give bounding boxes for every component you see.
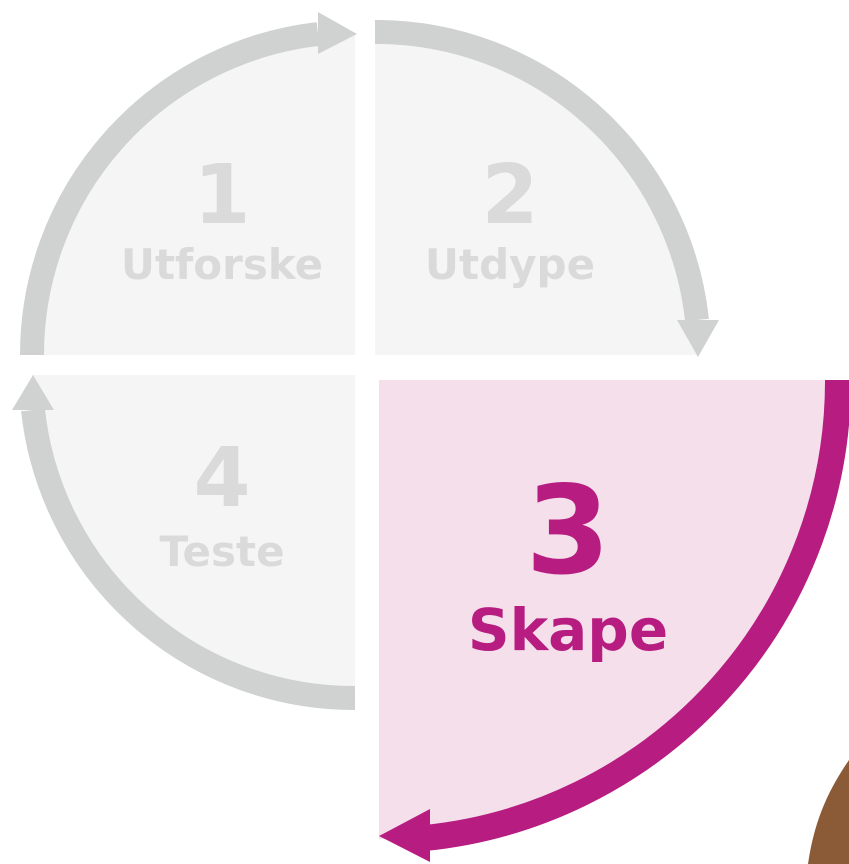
step-3-number: 3 (526, 460, 611, 602)
step-3-fill (379, 380, 838, 839)
step-3-arc (423, 379, 849, 851)
step-2-arrowhead (677, 320, 719, 357)
step-1-fill (32, 32, 355, 355)
step-3-arrowhead (379, 809, 430, 862)
step-2-fill (375, 32, 698, 355)
step-3-label: Skape (468, 596, 668, 664)
step-1-label: Utforske (121, 240, 323, 289)
step-3-quadrant: 3 Skape (379, 379, 849, 862)
step-1-number: 1 (193, 148, 250, 243)
step-2-arc (374, 19, 709, 322)
step-4-quadrant: 4 Teste (12, 375, 356, 711)
step-4-label: Teste (159, 527, 284, 576)
step-4-arc (21, 408, 356, 711)
step-4-arrowhead (12, 375, 54, 410)
step-1-arc (20, 22, 320, 356)
step-2-label: Utdype (425, 240, 595, 289)
step-2-number: 2 (481, 148, 538, 243)
brown-decoration-shape (808, 760, 849, 864)
step-2-quadrant: 2 Utdype (374, 19, 719, 357)
step-4-fill (32, 375, 355, 698)
step-4-number: 4 (193, 431, 250, 526)
step-1-quadrant: 1 Utforske (20, 12, 357, 356)
step-1-arrowhead (318, 12, 357, 54)
